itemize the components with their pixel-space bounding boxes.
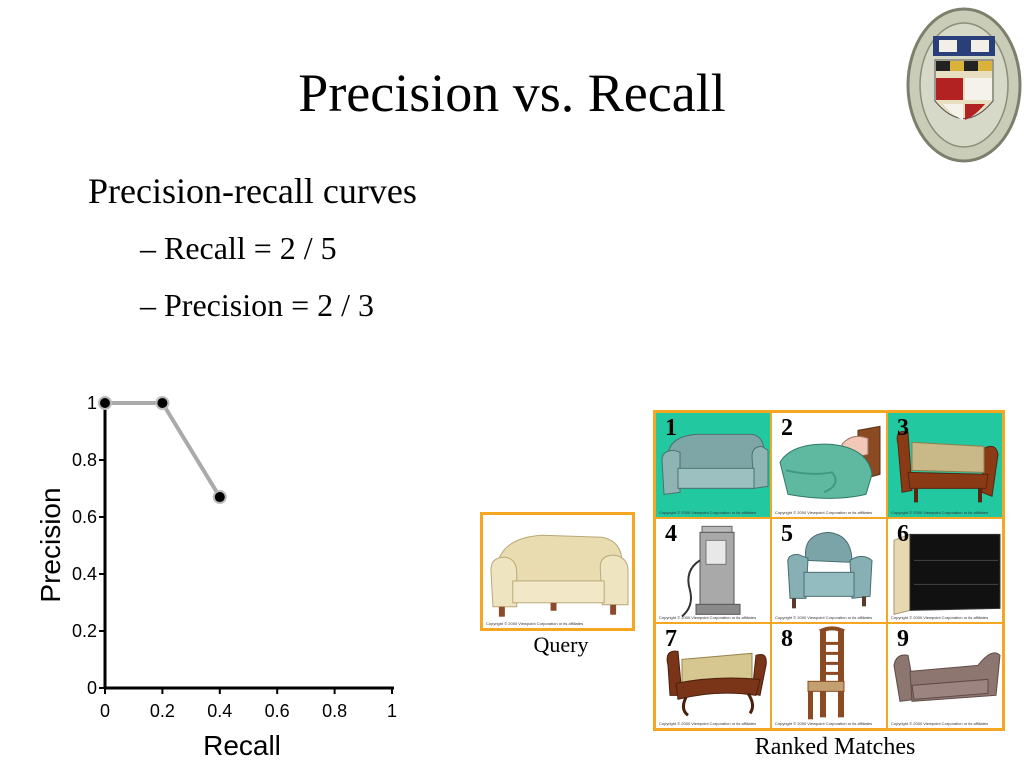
bed-illustration [779, 425, 881, 499]
pr-data-point [212, 490, 227, 505]
chaise-illustration [893, 652, 1001, 703]
x-tick-label: 1 [387, 701, 397, 721]
rank-number: 5 [781, 520, 793, 547]
match-cell: 4 Copyright © 2000 Viewpoint Corporation… [656, 518, 770, 623]
x-tick-label: 0 [100, 701, 110, 721]
match-copyright: Copyright © 2000 Viewpoint Corporation o… [891, 720, 989, 726]
y-tick-label: 1 [87, 393, 97, 413]
y-tick-label: 0 [87, 678, 97, 698]
rank-number: 9 [897, 626, 909, 653]
y-axis-label: Precision [35, 487, 66, 602]
y-tick-label: 0.8 [72, 450, 97, 470]
query-label: Query [533, 632, 589, 657]
rank-number: 7 [665, 626, 677, 653]
x-tick-label: 0.6 [265, 701, 290, 721]
armchair-illustration [787, 531, 873, 608]
match-copyright: Copyright © 2000 Viewpoint Corporation o… [659, 509, 757, 515]
ladder-chair-illustration [807, 626, 845, 720]
match-cell: 3 Copyright © 2000 Viewpoint Corporation… [888, 413, 1002, 517]
precision-recall-chart: 0 0.2 0.4 0.6 0.8 1 0 0.2 0.4 0.6 0.8 1 Recall Prec… [35, 393, 397, 761]
match-copyright: Copyright © 2000 Viewpoint Corporation o… [775, 615, 873, 621]
dresser-illustration [893, 533, 1001, 615]
match-cell: 7 Copyright © 2000 Viewpoint Corporation… [656, 624, 770, 728]
match-copyright: Copyright © 2000 Viewpoint Corporation o… [891, 615, 989, 621]
match-copyright: Copyright © 2000 Viewpoint Corporation o… [891, 509, 989, 515]
match-cell: 5 Copyright © 2000 Viewpoint Corporation… [772, 518, 886, 623]
pr-data-point [98, 396, 112, 410]
rank-number: 4 [665, 520, 677, 547]
sofa-illustration [490, 534, 629, 617]
sub-bullet-precision: – Precision = 2 / 3 [140, 287, 375, 323]
query-copyright: Copyright © 2000 Viewpoint Corporation o… [486, 621, 584, 626]
query-image: Copyright © 2000 Viewpoint Corporation o… [480, 512, 635, 631]
settee-illustration [666, 650, 767, 717]
sub-bullet-recall: – Recall = 2 / 5 [140, 230, 337, 266]
rank-number: 3 [897, 415, 909, 441]
y-tick-label: 0.6 [72, 507, 97, 527]
rank-number: 6 [897, 520, 909, 547]
pr-data-point [155, 396, 170, 410]
rank-number: 1 [665, 415, 677, 441]
match-copyright: Copyright © 2000 Viewpoint Corporation o… [659, 720, 757, 726]
x-tick-label: 0.8 [322, 701, 347, 721]
match-cell: 2 Copyright © 2000 Viewpoint Corporation… [772, 413, 886, 517]
pr-curve-line [105, 401, 222, 499]
rank-number: 2 [781, 415, 793, 441]
slide-title: Precision vs. Recall [298, 63, 726, 123]
university-seal-logo [906, 7, 1022, 163]
y-tick-label: 0.4 [72, 564, 97, 584]
bullet-main: Precision-recall curves [88, 171, 417, 211]
ranked-matches-label: Ranked Matches [754, 734, 916, 760]
x-axis-label: Recall [203, 730, 281, 761]
sofa-illustration [661, 433, 769, 495]
match-copyright: Copyright © 2000 Viewpoint Corporation o… [775, 720, 873, 726]
match-cell: 8 Copyright © 2000 Viewpoint Corporation… [772, 624, 886, 728]
match-copyright: Copyright © 2000 Viewpoint Corporation o… [659, 615, 757, 621]
match-cell: 9 Copyright © 2000 Viewpoint Corporation… [888, 624, 1002, 728]
match-cell: 6 Copyright © 2000 Viewpoint Corporation… [888, 518, 1002, 623]
y-tick-label: 0.2 [72, 621, 97, 641]
match-copyright: Copyright © 2000 Viewpoint Corporation o… [775, 509, 873, 515]
daybed-illustration [896, 431, 999, 503]
x-tick-label: 0.4 [207, 701, 232, 721]
gas-pump-illustration [681, 525, 741, 617]
match-cell: 1 Copyright © 2000 Viewpoint Corporation… [656, 413, 770, 517]
ranked-matches-grid: 1 Copyright © 2000 Viewpoint Corporation… [653, 410, 1005, 731]
x-tick-label: 0.2 [150, 701, 175, 721]
rank-number: 8 [781, 626, 793, 653]
